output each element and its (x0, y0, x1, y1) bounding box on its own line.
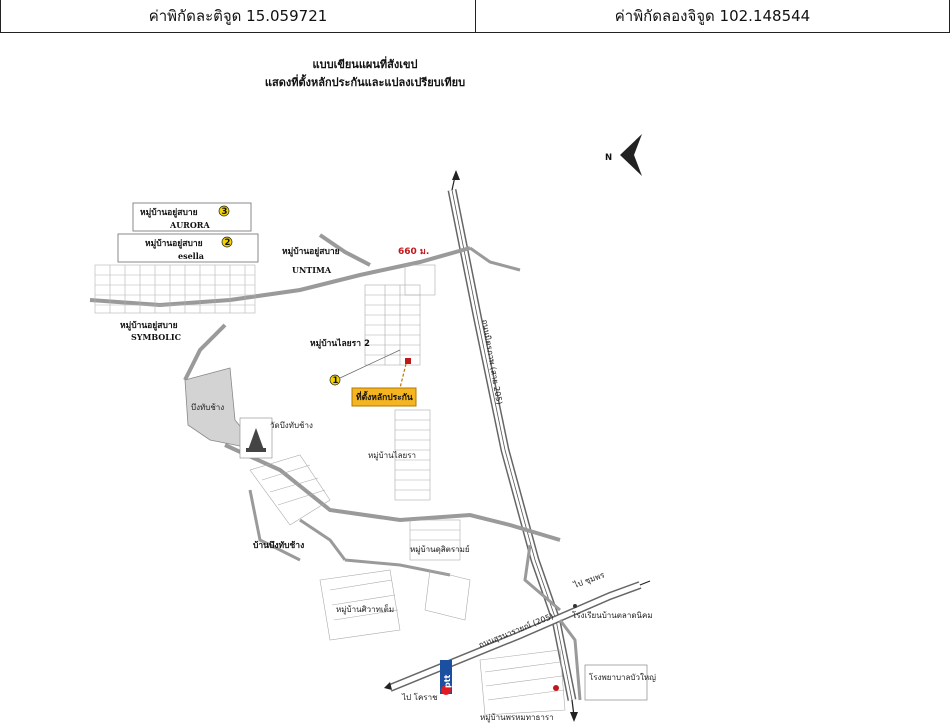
village-esella: หมู่บ้านอยู่สบาย esella 2 (117, 233, 259, 263)
laisara2-label: หมู่บ้านไลยรา 2 (310, 338, 370, 349)
untima-english-label: UNTIMA (292, 265, 332, 275)
map-title: แบบเขียนแผนที่สังเขป (312, 58, 418, 71)
latitude-cell: ค่าพิกัดละติจูด 15.059721 (0, 0, 476, 33)
lake-label: บึงทับช้าง (191, 403, 224, 412)
north-arrow-icon: N (605, 134, 642, 176)
suriyasak-label: หมู่บ้านดุสิตรามย์ (410, 544, 470, 555)
coordinate-header: ค่าพิกัดละติจูด 15.059721 ค่าพิกัดลองจิจ… (0, 0, 950, 34)
collateral-label: ที่ตั้งหลักประกัน (356, 390, 413, 403)
village-laisara-plots (364, 264, 436, 366)
ptt-station-icon (440, 660, 452, 695)
symbolic-thai-label: หมู่บ้านอยู่สบาย (120, 320, 178, 331)
marker-2-icon (221, 236, 233, 248)
distance-label: 660 ม. (398, 247, 429, 257)
temple-icon (239, 417, 273, 459)
map-titles: แบบเขียนแผนที่สังเขป แสดงที่ตั้งหลักประก… (0, 56, 730, 92)
hospital-box: โรงพยาบาลบัวใหญ่ (584, 664, 656, 701)
marker-1-icon (329, 374, 341, 386)
village-kaokaeo-plots (394, 409, 431, 501)
east-direction-label: ไป ชุมพร (572, 570, 607, 590)
marker-1-label: 1 (333, 376, 339, 386)
marker-3-icon (218, 205, 230, 217)
village-symbolic-plots (94, 264, 256, 314)
cross-highway (384, 580, 651, 692)
nongpai-label: บ้านบึงทับช้าง (253, 540, 304, 551)
untima-thai-label: หมู่บ้านอยู่สบาย (282, 246, 340, 257)
collateral-marker-icon (405, 358, 411, 364)
hospital-label: โรงพยาบาลบัวใหญ่ (589, 672, 656, 682)
aurora-thai-label: หมู่บ้านอยู่สบาย (140, 207, 198, 218)
sivat-label: หมู่บ้านศิวาทเต็ม (336, 604, 394, 615)
cross-highway-label: ถนนสุรนารายณ์ (205) (477, 611, 555, 650)
symbolic-english-label: SYMBOLIC (131, 332, 181, 342)
esella-thai-label: หมู่บ้านอยู่สบาย (145, 238, 203, 249)
marker-2-label: 2 (225, 238, 231, 248)
west-direction-label: ไป โคราช (401, 692, 438, 702)
village-aurora: หมู่บ้านอยู่สบาย AURORA 3 (132, 202, 252, 232)
village-south-plots (319, 519, 566, 716)
junction-icon (553, 685, 559, 691)
map-subtitle: แสดงที่ตั้งหลักประกันและแปลงเปรียบเทียบ (264, 76, 466, 89)
kaokaeo-label: หมู่บ้านไลยรา (368, 451, 416, 461)
temple-label: วัดบึงทับช้าง (270, 421, 313, 430)
marker-3-label: 3 (222, 207, 228, 217)
north-letter: N (605, 153, 612, 163)
main-highway (447, 170, 578, 722)
village-nongpai-plots (249, 454, 331, 526)
esella-english-label: esella (178, 251, 204, 261)
ptt-label: ptt (443, 674, 452, 688)
school-label: โรงเรียนบ้านตลาดนิคม (572, 610, 653, 620)
collateral-callout (351, 387, 417, 407)
school-icon (573, 604, 577, 608)
aurora-english-label: AURORA (169, 220, 210, 230)
prompan-label: หมู่บ้านพรหมทาธารา (480, 713, 554, 723)
